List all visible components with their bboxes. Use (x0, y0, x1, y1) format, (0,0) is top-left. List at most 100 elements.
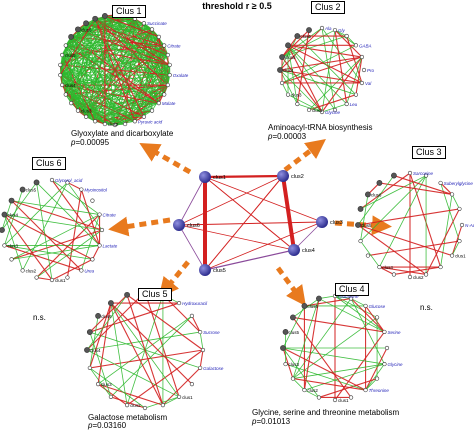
hub-node-label: clus4 (302, 248, 315, 254)
node-label: Pro (367, 68, 375, 73)
edge (451, 224, 463, 256)
network-node (19, 186, 26, 193)
node-label: GABA (359, 43, 372, 48)
edge (11, 200, 100, 215)
network-node (423, 272, 429, 277)
cluster-1-pvalue-label: p (71, 138, 76, 147)
edge (162, 367, 201, 406)
cluster-2-pvalue-label: p (268, 132, 273, 141)
hub-edge (204, 249, 295, 271)
node-label: clus2 (307, 388, 318, 393)
node-label: Oxalate (173, 73, 189, 78)
edge (379, 175, 427, 268)
edge (36, 229, 103, 278)
node-label: Glucose (369, 304, 386, 309)
network-node (49, 177, 55, 183)
edge (287, 45, 323, 113)
hub-node-label: clus6 (187, 223, 200, 229)
edge (287, 45, 298, 105)
hub-node-clus3 (316, 216, 328, 228)
node-label: clus6 (101, 314, 112, 319)
edge (440, 194, 453, 268)
edge (365, 363, 385, 391)
cluster-1-pvalue: p=0.00095 (71, 138, 109, 148)
edge (94, 15, 106, 122)
cluster-5-pvalue-text: =0.03160 (92, 421, 127, 430)
network-node (79, 268, 84, 273)
cluster-3-pvalue-text: n.s. (420, 303, 433, 312)
edge (11, 229, 103, 260)
network-node (167, 62, 172, 68)
network-node (176, 300, 182, 306)
network-node (97, 212, 102, 217)
edge (89, 367, 112, 398)
cluster-network-clus6: Glycerol_acidMyoinositolCitrateLactateUr… (0, 177, 118, 283)
network-node (449, 253, 455, 258)
edge (191, 315, 201, 333)
network-node (90, 198, 95, 203)
edge (94, 18, 169, 56)
network-node (290, 314, 296, 321)
network-node (69, 101, 74, 106)
edge (94, 18, 165, 46)
cluster-5-pathway: Galactose metabolism (88, 413, 168, 422)
edge (89, 315, 99, 368)
edge (94, 18, 136, 122)
edge (282, 347, 294, 379)
edge (61, 54, 106, 125)
edge (94, 18, 169, 86)
edge (292, 378, 305, 391)
node-label: clus1 (455, 254, 466, 259)
network-node (459, 222, 465, 228)
cluster-2-pvalue-text: =0.00003 (272, 132, 307, 141)
edge (279, 56, 363, 71)
edge (60, 74, 160, 104)
cluster-4-title: Clus 4 (335, 283, 369, 296)
edge (110, 303, 128, 406)
edge (51, 179, 100, 246)
edge (77, 29, 96, 122)
edge (451, 194, 460, 210)
edge (51, 179, 100, 215)
cluster-3-pvalue: n.s. (420, 303, 433, 313)
node-label: clus4 (382, 265, 393, 270)
edge (94, 18, 171, 66)
node-label: Glycerol_acid (55, 178, 83, 183)
network-node (108, 300, 114, 306)
node-label: clus4 (7, 213, 18, 218)
hub-node-clus4 (288, 244, 300, 256)
hub-node-label: clus1 (213, 175, 226, 181)
edge (110, 396, 146, 409)
hub-node-label: clus3 (330, 220, 343, 226)
edge (97, 383, 128, 406)
network-node (407, 170, 413, 176)
edge (110, 302, 164, 406)
edge (360, 175, 427, 210)
network-node (93, 119, 98, 124)
edge (81, 214, 100, 271)
edge (4, 182, 68, 246)
node-label: Hydroxuracil (182, 301, 208, 306)
edge (318, 378, 378, 398)
edge (89, 367, 146, 409)
edge (321, 29, 336, 113)
network-node (365, 253, 371, 258)
edge (4, 245, 93, 260)
node-label: clus3 (81, 109, 92, 114)
edge (70, 15, 106, 38)
edge (199, 349, 204, 369)
node-label: Myoinositol (84, 188, 108, 193)
edge (4, 189, 23, 246)
edge (281, 29, 310, 58)
edge (59, 64, 87, 117)
edge (70, 15, 106, 104)
edge (104, 15, 165, 95)
network-node (149, 108, 155, 113)
network-node (316, 395, 322, 400)
hub-edge (204, 176, 295, 251)
network-node (285, 42, 291, 49)
network-node (295, 101, 300, 107)
edge (86, 291, 146, 351)
